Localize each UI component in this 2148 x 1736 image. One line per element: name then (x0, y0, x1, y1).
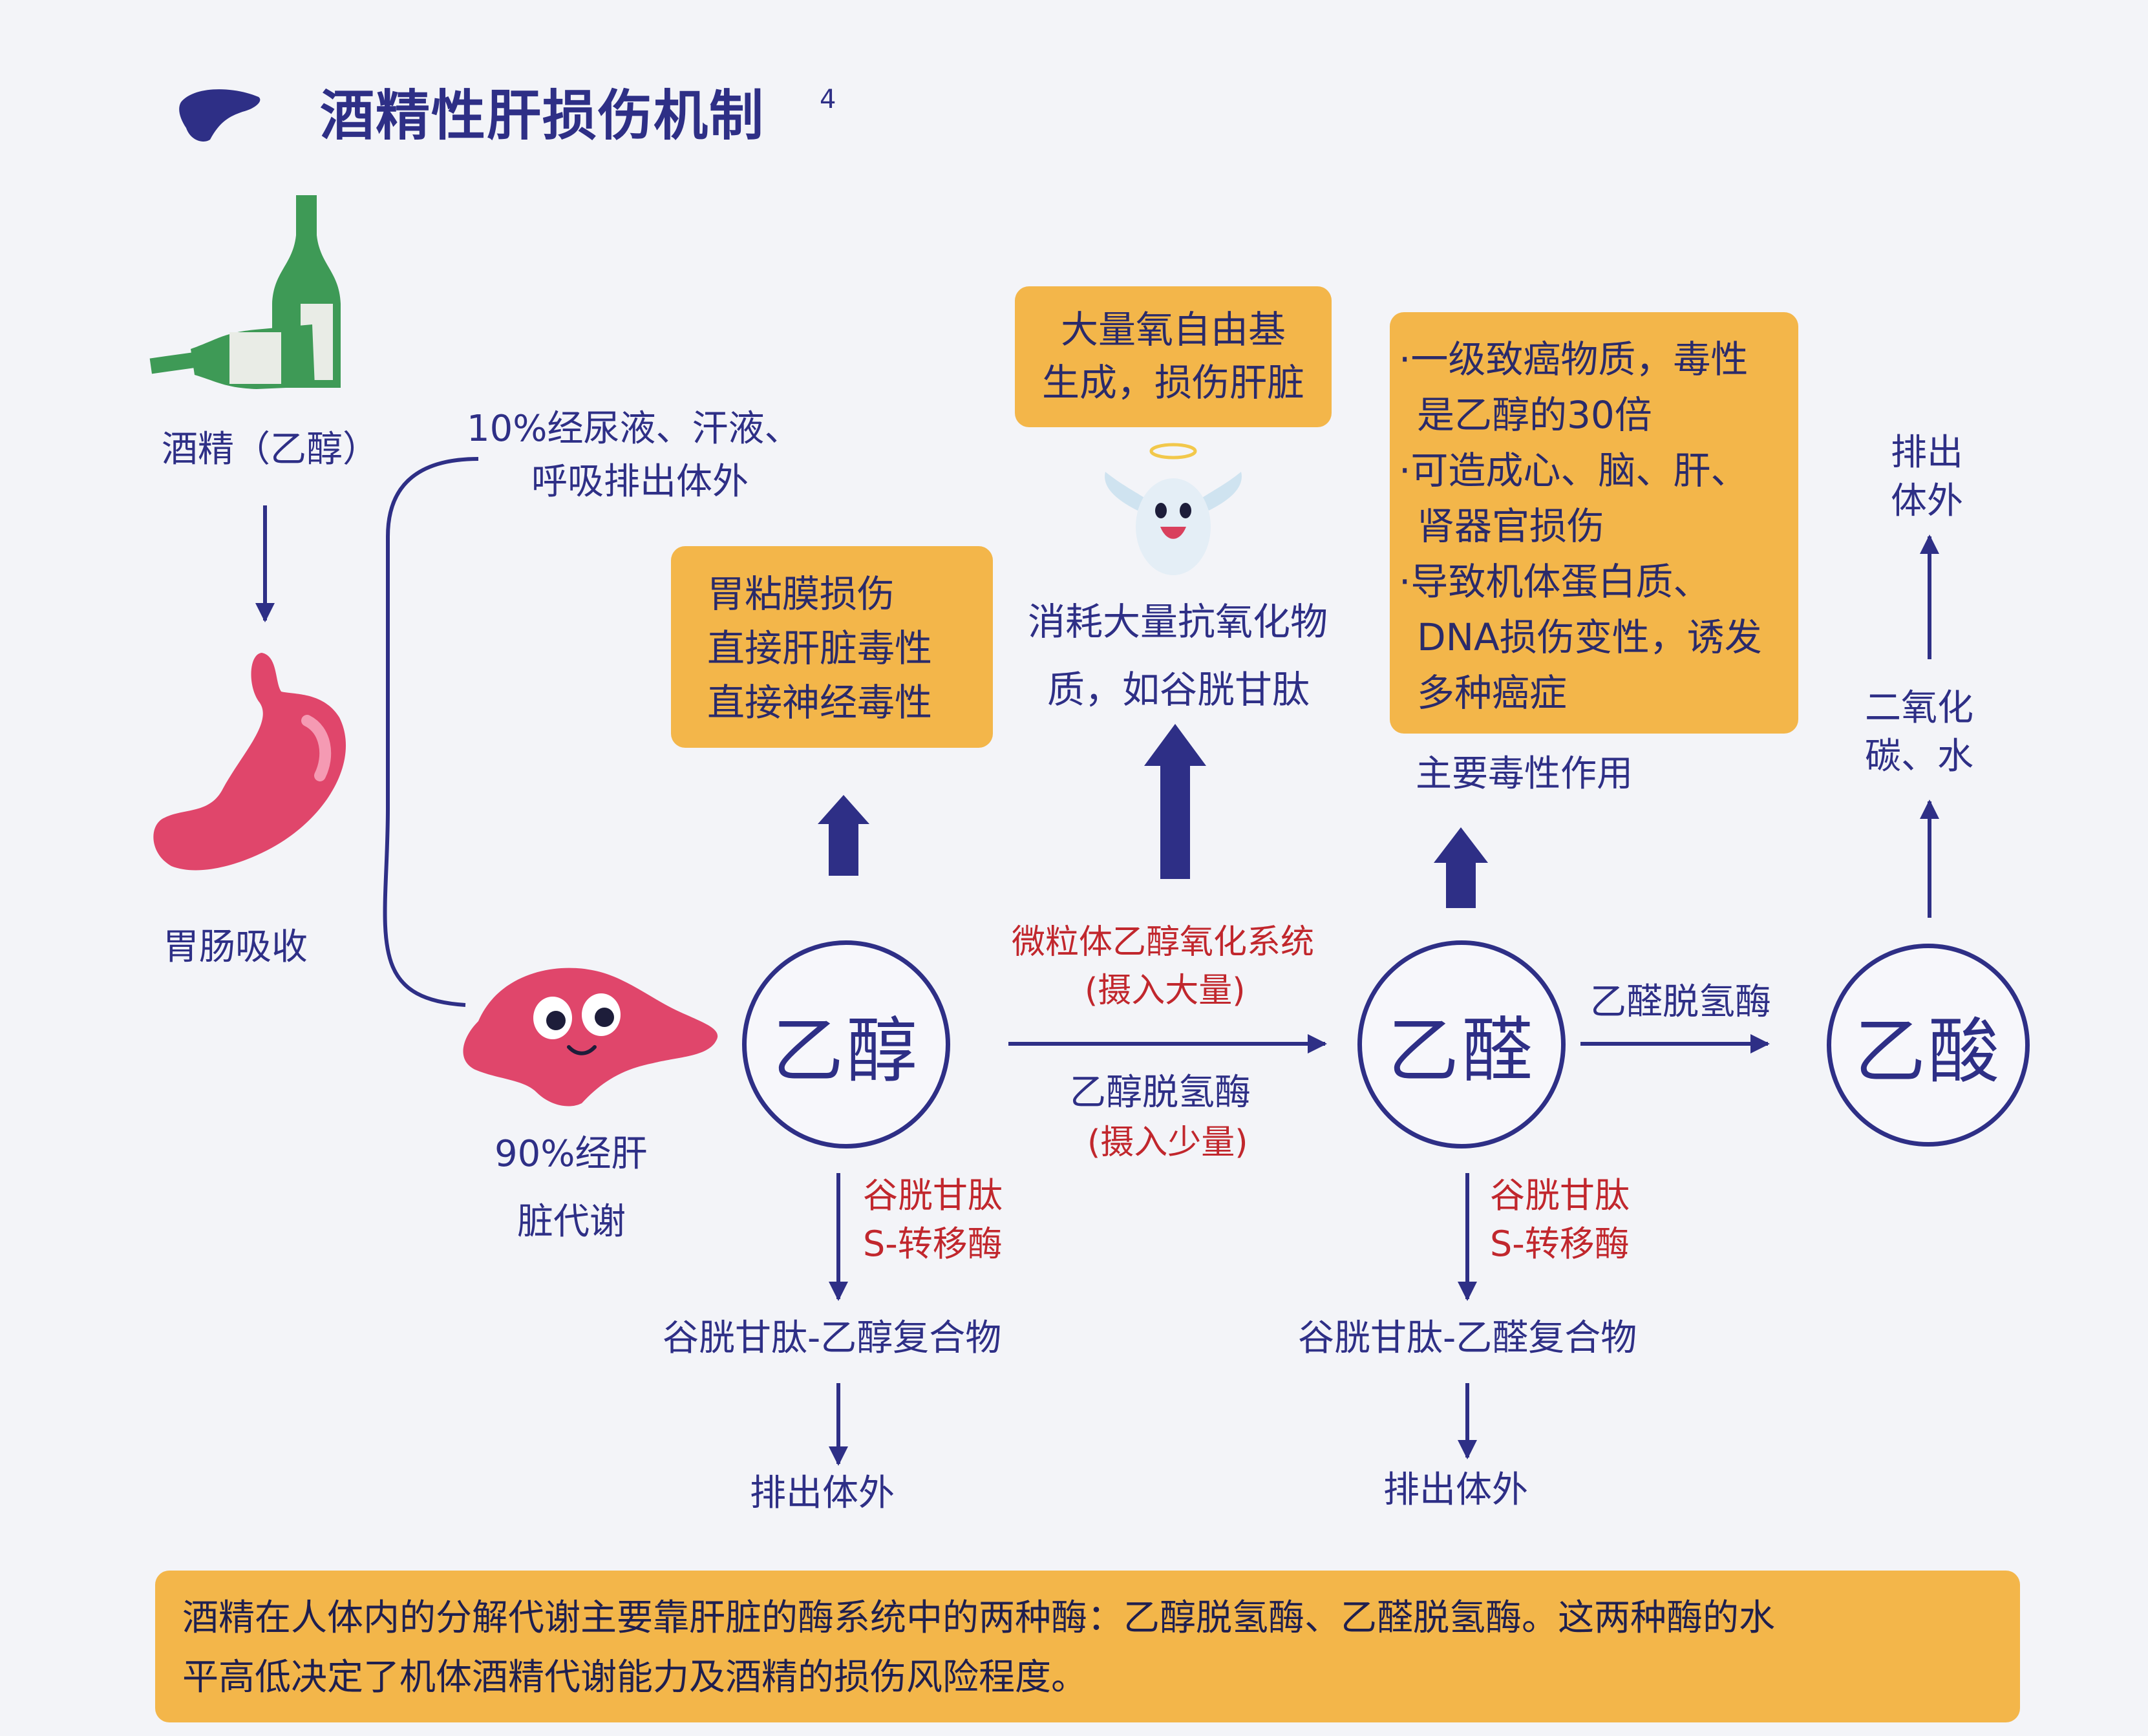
toxicity-line3: ·可造成心、脑、肝、 (1399, 449, 1749, 492)
ethanol-effects-box: 胃粘膜损伤 直接肝脏毒性 直接神经毒性 (671, 546, 993, 748)
curve-to-excretion (383, 457, 479, 1007)
gsh-left-line1: 谷胱甘肽 (863, 1175, 1003, 1216)
toxicity-line5: ·导致机体蛋白质、 (1399, 560, 1711, 604)
radical-line2: 生成，损伤肝脏 (1041, 361, 1304, 405)
stomach-icon (153, 653, 346, 871)
liver-title-icon (179, 89, 261, 142)
aldh-label: 乙醛脱氢酶 (1590, 981, 1771, 1023)
right-excrete-line2: 体外 (1891, 480, 1963, 522)
gsh-right-line2: S-转移酶 (1490, 1223, 1630, 1264)
page-title: 酒精性肝损伤机制 (320, 84, 765, 147)
bottles-icon (149, 195, 341, 389)
liver-icon (463, 968, 718, 1106)
thick-arrow-ethanol-up (818, 795, 869, 876)
excretion-10-line1: 10%经尿液、汗液、 (467, 408, 801, 450)
node-acetaldehyde: 乙醛 (1357, 940, 1566, 1149)
excrete-left: 排出体外 (750, 1472, 895, 1514)
antioxidant-angel-icon (1105, 443, 1242, 575)
complex-left: 谷胱甘肽-乙醇复合物 (663, 1317, 1002, 1359)
gsh-left-line2: S-转移酶 (863, 1223, 1003, 1264)
ethanol-effect-1: 胃粘膜损伤 (707, 572, 895, 616)
ethanol-effect-2: 直接肝脏毒性 (707, 626, 933, 670)
co2-line1: 二氧化 (1865, 687, 1973, 729)
alcohol-label: 酒精（乙醇） (162, 429, 379, 471)
meos-line1: 微粒体乙醇氧化系统 (1012, 923, 1315, 962)
gsh-right-line1: 谷胱甘肽 (1490, 1175, 1630, 1216)
liver-label-line1: 90%经肝 (494, 1133, 648, 1175)
adh-line2: (摄入少量) (1087, 1123, 1248, 1162)
toxicity-line7: 多种癌症 (1417, 671, 1568, 715)
excretion-10-line2: 呼吸排出体外 (531, 461, 749, 503)
title-superscript: 4 (820, 85, 836, 114)
complex-right: 谷胱甘肽-乙醛复合物 (1298, 1317, 1637, 1359)
node-acetic-acid: 乙酸 (1827, 944, 2030, 1147)
antioxidant-line2: 质，如谷胱甘肽 (1047, 668, 1310, 712)
meos-line2: (摄入大量) (1085, 971, 1246, 1010)
ethanol-effect-3: 直接神经毒性 (707, 681, 933, 725)
toxicity-line2: 是乙醇的30倍 (1417, 393, 1652, 437)
adh-line1: 乙醇脱氢酶 (1070, 1072, 1251, 1114)
thick-arrow-acetaldehyde-up (1434, 827, 1488, 908)
node-ethanol: 乙醇 (742, 940, 950, 1149)
toxicity-box: ·一级致癌物质，毒性 是乙醇的30倍 ·可造成心、脑、肝、 肾器官损伤 ·导致机… (1390, 312, 1798, 734)
toxicity-line1: ·一级致癌物质，毒性 (1399, 337, 1749, 381)
toxicity-line6: DNA损伤变性，诱发 (1417, 615, 1762, 659)
thick-arrow-oxidation-up (1144, 724, 1206, 879)
excrete-right: 排出体外 (1383, 1469, 1528, 1511)
antioxidant-line1: 消耗大量抗氧化物 (1028, 600, 1328, 644)
radical-box: 大量氧自由基 生成，损伤肝脏 (1015, 286, 1332, 427)
toxicity-caption: 主要毒性作用 (1416, 753, 1633, 795)
co2-line2: 碳、水 (1865, 736, 1973, 778)
stomach-label: 胃肠吸收 (163, 926, 308, 968)
summary-line2: 平高低决定了机体酒精代谢能力及酒精的损伤风险程度。 (182, 1657, 1087, 1699)
summary-box: 酒精在人体内的分解代谢主要靠肝脏的酶系统中的两种酶：乙醇脱氢酶、乙醛脱氢酶。这两… (155, 1571, 2020, 1722)
liver-label-line2: 脏代谢 (517, 1201, 626, 1243)
right-excrete-line1: 排出 (1891, 432, 1963, 474)
summary-line1: 酒精在人体内的分解代谢主要靠肝脏的酶系统中的两种酶：乙醇脱氢酶、乙醛脱氢酶。这两… (182, 1597, 1775, 1639)
radical-line1: 大量氧自由基 (1060, 308, 1286, 352)
toxicity-line4: 肾器官损伤 (1417, 504, 1605, 548)
